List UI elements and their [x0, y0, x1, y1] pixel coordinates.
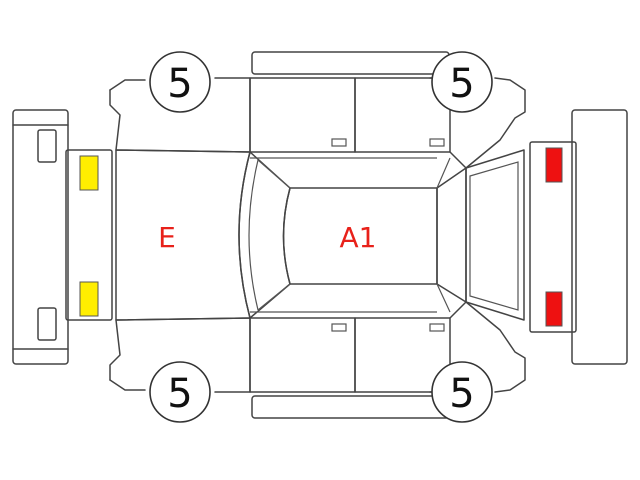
roof-panel — [282, 187, 438, 285]
tire-rear-right: 5 — [431, 361, 493, 423]
tire-front-right-label: 5 — [167, 371, 192, 417]
roof-marker: A1 — [340, 221, 377, 254]
front-lamp-top — [79, 155, 99, 191]
rear-lamp-frame — [529, 141, 577, 333]
tire-rear-right-label: 5 — [449, 371, 474, 417]
tire-front-left: 5 — [149, 51, 211, 113]
rear-bumper — [571, 109, 628, 365]
tire-rear-left: 5 — [431, 51, 493, 113]
rear-hatch — [465, 149, 525, 321]
front-lamp-frame — [65, 149, 113, 321]
hood-panel — [115, 149, 251, 321]
front-bumper — [12, 109, 69, 365]
windshield — [238, 151, 291, 319]
tire-rear-left-label: 5 — [449, 61, 474, 107]
tire-front-right: 5 — [149, 361, 211, 423]
rear-window — [436, 167, 467, 303]
front-lamp-bottom — [79, 281, 99, 317]
hood-marker: E — [158, 221, 176, 254]
tire-front-left-label: 5 — [167, 61, 192, 107]
rear-lamp-top — [545, 147, 563, 183]
rear-lamp-bottom — [545, 291, 563, 327]
